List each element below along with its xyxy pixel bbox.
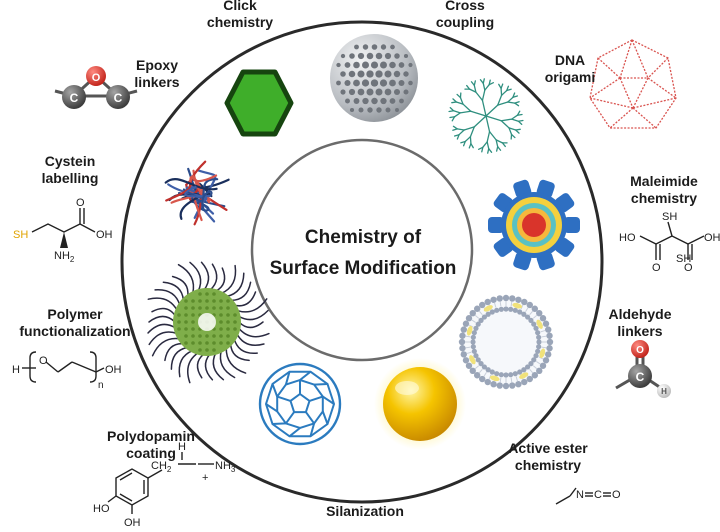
svg-text:C: C	[114, 91, 123, 105]
svg-text:C: C	[594, 489, 602, 501]
polymer-tangle-icon	[164, 160, 230, 226]
svg-text:HO: HO	[619, 232, 636, 244]
gold-nanoparticle-icon	[374, 358, 466, 450]
svg-text:O: O	[636, 345, 644, 356]
svg-text:NH2: NH2	[54, 250, 75, 264]
svg-text:N: N	[576, 489, 584, 501]
svg-text:NH3: NH3	[215, 460, 236, 474]
svg-text:O: O	[39, 355, 48, 367]
dendrimer-icon	[448, 78, 524, 154]
epoxy-molecule-icon: O C C	[54, 66, 138, 109]
polymer-brush-particle-icon	[147, 261, 270, 384]
svg-text:SH: SH	[676, 253, 691, 265]
maleimide-structure-icon	[639, 221, 705, 260]
svg-text:H: H	[661, 387, 667, 396]
center-title-line1: Chemistry of	[304, 227, 422, 248]
svg-text:SH: SH	[13, 229, 28, 241]
svg-text:O: O	[652, 262, 661, 274]
polydopamin-structure-icon	[107, 452, 214, 514]
svg-text:OH: OH	[96, 229, 113, 241]
isocyanate-structure-icon	[555, 487, 611, 505]
hexagon-icon	[224, 69, 294, 137]
svg-text:H: H	[12, 364, 20, 376]
svg-text:H: H	[178, 441, 186, 453]
outer-ring	[120, 20, 604, 504]
svg-text:n: n	[98, 380, 104, 391]
inner-ring	[250, 138, 474, 362]
layered-nanoparticle-icon	[488, 179, 580, 271]
svg-text:O: O	[76, 197, 85, 209]
svg-text:HO: HO	[93, 503, 110, 515]
aldehyde-molecule-icon: O C H	[615, 340, 671, 398]
svg-text:OH: OH	[124, 517, 141, 529]
svg-text:SH: SH	[662, 211, 677, 223]
label-silanization: Silanization	[326, 503, 404, 519]
svg-text:OH: OH	[704, 232, 720, 244]
svg-text:C: C	[70, 91, 79, 105]
center-title: Chemistry of Surface Modification	[250, 222, 476, 284]
dotted-sphere-icon	[330, 34, 418, 122]
cystein-structure-icon	[31, 208, 96, 248]
svg-text:+: +	[202, 472, 208, 484]
svg-text:O: O	[684, 262, 693, 274]
svg-text:C: C	[636, 370, 645, 384]
liposome-icon	[458, 294, 554, 390]
green-core-icon	[173, 288, 241, 356]
svg-text:CH2: CH2	[151, 460, 172, 474]
svg-text:O: O	[612, 489, 621, 501]
center-title-line2: Surface Modification	[269, 258, 457, 279]
svg-text:OH: OH	[105, 364, 122, 376]
svg-text:O: O	[92, 72, 101, 84]
polymer-structure-icon	[22, 351, 105, 383]
dna-origami-icon	[589, 39, 677, 129]
fullerene-icon	[258, 362, 342, 446]
